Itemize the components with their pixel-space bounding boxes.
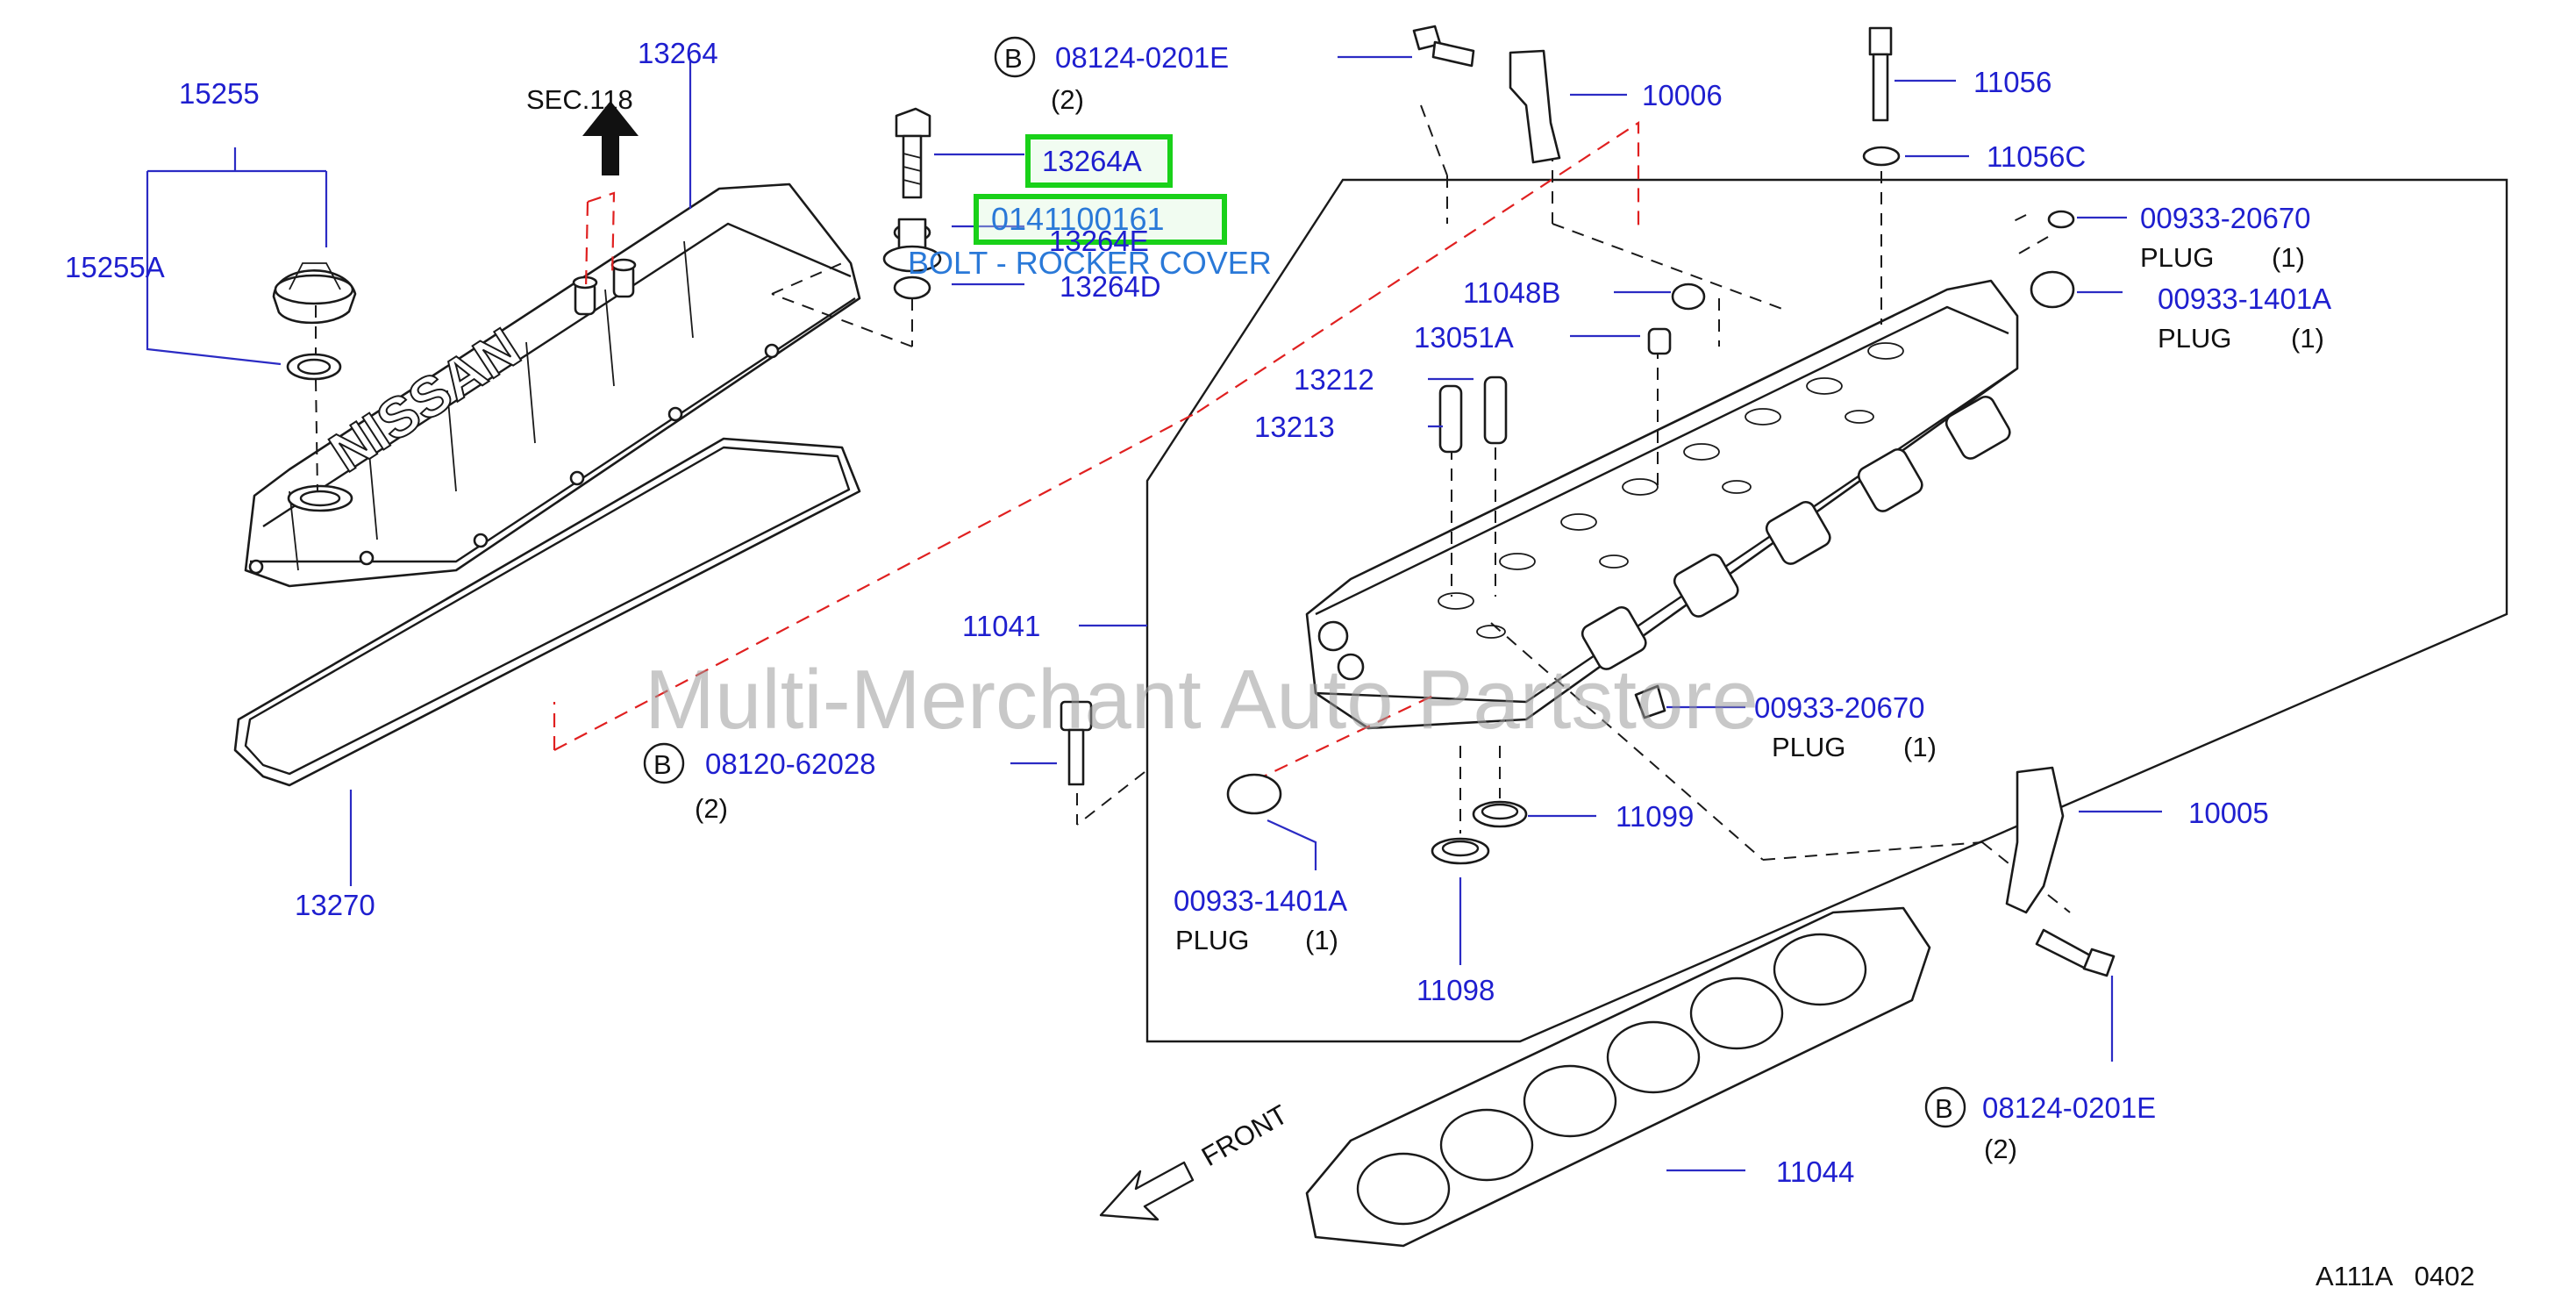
plug-label-3: PLUG xyxy=(1772,732,1845,762)
rocker-bolt-stack-drawing xyxy=(771,107,942,347)
callout-11056c[interactable]: 11056C xyxy=(1987,140,2086,173)
b-marker-08124-bot: B xyxy=(1924,1086,1966,1128)
callout-13212[interactable]: 13212 xyxy=(1294,363,1374,396)
rocker-cover-gasket xyxy=(233,437,861,787)
callout-11056[interactable]: 11056 xyxy=(1973,66,2052,98)
callout-08124-0201e-bot[interactable]: 08124-0201E xyxy=(1982,1091,2156,1124)
highlight-box-13264a[interactable] xyxy=(1025,134,1173,188)
sec-118-label[interactable]: SEC.118 xyxy=(526,84,633,115)
small-parts-drawing xyxy=(1060,25,2116,977)
callout-08124-top-qty: (2) xyxy=(1051,84,1084,115)
callout-13264d[interactable]: 13264D xyxy=(1060,270,1161,303)
callout-00933-1401a-bot[interactable]: 00933-1401A xyxy=(1174,884,1347,917)
callout-11098[interactable]: 11098 xyxy=(1416,974,1495,1006)
callout-13213[interactable]: 13213 xyxy=(1254,411,1335,443)
b-marker-08120: B xyxy=(643,742,685,784)
callout-00933-1401a-top[interactable]: 00933-1401A xyxy=(2158,283,2331,315)
diagram-code: A111A 0402 xyxy=(2316,1261,2475,1291)
plug-label-2: PLUG xyxy=(2158,323,2231,354)
callout-08120-62028[interactable]: 08120-62028 xyxy=(705,748,876,780)
callout-11044[interactable]: 11044 xyxy=(1776,1155,1854,1188)
callout-00933-20670-top[interactable]: 00933-20670 xyxy=(2140,202,2311,234)
callout-13270[interactable]: 13270 xyxy=(295,889,375,921)
svg-text:B: B xyxy=(1935,1093,1953,1124)
plug-qty-2: (1) xyxy=(2291,323,2324,354)
callout-15255a[interactable]: 15255A xyxy=(65,251,165,283)
front-label: FRONT xyxy=(1196,1098,1293,1172)
highlighted-part-caption: BOLT - ROCKER COVER xyxy=(908,245,1272,281)
callout-08120-qty: (2) xyxy=(695,793,728,824)
plug-qty-3: (1) xyxy=(1903,732,1937,762)
front-arrow-icon xyxy=(1099,1161,1195,1221)
callout-15255[interactable]: 15255 xyxy=(179,77,260,110)
callout-13264e[interactable]: 13264E xyxy=(1049,225,1149,257)
plug-qty-1: (1) xyxy=(2272,242,2305,273)
sec-arrow-icon xyxy=(582,101,639,175)
head-gasket-drawing xyxy=(1305,906,1931,1248)
oil-filler-cap-drawing xyxy=(272,262,357,492)
cylinder-head-drawing xyxy=(1305,279,2019,730)
plug-label-1: PLUG xyxy=(2140,242,2214,273)
highlight-box-part-number[interactable] xyxy=(974,194,1227,245)
callout-13264[interactable]: 13264 xyxy=(638,37,718,69)
svg-text:B: B xyxy=(653,749,672,780)
callout-08124-bot-qty: (2) xyxy=(1984,1134,2017,1164)
callout-11048b[interactable]: 11048B xyxy=(1463,276,1560,309)
b-marker-08124-top: B xyxy=(994,36,1036,78)
svg-text:B: B xyxy=(1004,43,1023,74)
callout-13264a[interactable]: 13264A xyxy=(1042,145,1142,177)
callout-10006[interactable]: 10006 xyxy=(1642,79,1723,111)
callout-10005[interactable]: 10005 xyxy=(2188,797,2269,829)
callout-00933-20670-mid[interactable]: 00933-20670 xyxy=(1754,691,1925,724)
watermark: Multi-Merchant Auto Partstore xyxy=(645,653,1759,747)
callout-08124-0201e-top[interactable]: 08124-0201E xyxy=(1055,41,1229,74)
cylinder-head-frame xyxy=(1145,178,2508,1043)
plug-label-4: PLUG xyxy=(1175,925,1249,955)
callout-11099[interactable]: 11099 xyxy=(1616,800,1694,833)
plug-qty-4: (1) xyxy=(1305,925,1338,955)
highlighted-part-number[interactable]: 0141100161 xyxy=(991,201,1165,237)
callout-13051a[interactable]: 13051A xyxy=(1414,321,1514,354)
callout-11041[interactable]: 11041 xyxy=(962,610,1040,642)
